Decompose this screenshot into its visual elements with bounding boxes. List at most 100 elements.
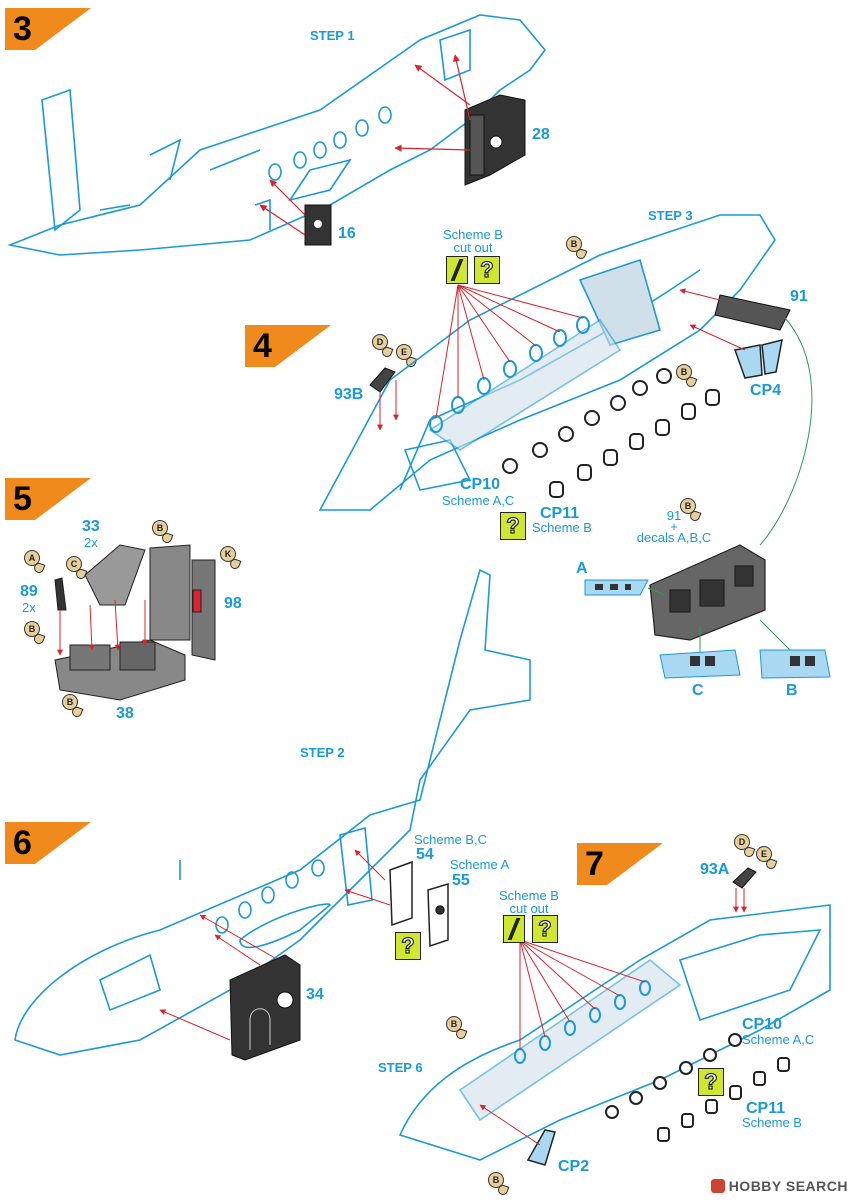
color-tag: C [66,556,82,572]
color-tag: B [24,621,40,637]
step-badge-6-label: 6 [13,824,32,862]
color-tag: B [566,236,582,252]
panel-label-a: A [576,560,588,577]
part-qty-33: 2x [84,535,98,550]
note-scheme-a: Scheme A [450,857,510,872]
part-93a [732,867,757,889]
step3-arrows [259,54,471,236]
part-34-door [229,954,301,1061]
step-ref-3: STEP 3 [648,208,693,223]
part-label-93b: 93B [334,386,364,403]
panel-label-b: B [786,682,798,699]
step7-arrows [479,888,747,1146]
seat-assembly [54,544,186,701]
part-label-16: 16 [338,225,356,242]
optional-icon-step7: ? [532,915,558,943]
leader-91-to-panel [759,317,813,546]
step4-windows [429,316,590,433]
fuselage-step6 [14,568,531,1056]
color-tag: B [62,694,78,710]
instrument-panel [649,544,766,641]
color-tag: B [152,520,168,536]
part-label-54: 54 [416,846,434,863]
step-badge-5-label: 5 [13,480,32,518]
part-98-bulkhead [149,544,216,661]
step-badge-6 [5,822,91,864]
color-tag: K [220,546,236,562]
part-label-cp2: CP2 [558,1158,590,1175]
optional-icon-step7-cp: ? [698,1068,724,1096]
note-scheme-ac: Scheme A,C [442,493,515,508]
fuselage-step4 [318,214,776,511]
part-label-cp11-step7: CP11 [746,1100,786,1117]
step-badge-4 [245,325,331,367]
cutout-icon-step7 [503,915,525,943]
panel-leaders [647,587,791,652]
cutout-icon-step4 [446,256,468,284]
color-tag: E [396,344,412,360]
optional-icon-step6: ? [395,932,421,960]
color-tag: B [676,364,692,380]
note-scheme-ac-step7: Scheme A,C [742,1032,815,1047]
part-label-28: 28 [532,126,550,143]
part-cp4-windshield [734,338,783,379]
part-label-98: 98 [224,595,242,612]
note-scheme-b: Scheme B [532,520,592,535]
step7-cp10 [605,1033,742,1119]
part-qty-89: 2x [22,600,36,615]
optional-icon-step4: ? [474,256,500,284]
step6-arrows [159,849,391,1041]
step-ref-1: STEP 1 [310,28,355,43]
part-label-34: 34 [306,986,324,1003]
color-tag: D [372,334,388,350]
note-scheme-b-step7: Scheme B [742,1115,802,1130]
part-label-cp11: CP11 [540,505,580,522]
step-badge-7-label: 7 [585,845,604,883]
step-badge-7 [577,843,663,885]
color-tag: E [756,846,772,862]
part-54-door [389,860,413,927]
part-cp2-windshield [526,1129,556,1166]
color-tag: D [734,834,750,850]
color-tag: B [446,1016,462,1032]
part-label-89: 89 [20,583,38,600]
part-label-cp4: CP4 [750,382,782,399]
part-label-cp10-step7: CP10 [742,1016,783,1033]
color-tag: A [24,550,40,566]
color-tag: B [680,498,696,514]
part-91-dash [714,294,791,331]
part-93b [369,367,396,393]
step-badge-4-label: 4 [253,327,272,365]
step-badge-3 [5,8,91,50]
panel-variant-detail [595,584,815,666]
part-label-91: 91 [790,288,808,305]
part-label-93a: 93A [700,861,730,878]
step-badge-5 [5,478,91,520]
part-label-38: 38 [116,705,134,722]
fuselage-step3 [7,14,547,256]
step7-cp11 [657,1057,790,1142]
step4-arrows [377,284,746,431]
part-28-door [464,94,526,186]
step-badge-3-label: 3 [13,10,32,48]
note-scheme-bc: Scheme B,C [414,832,487,847]
panel-label-c: C [692,682,704,699]
cp11-rings [549,389,720,498]
part-label-33: 33 [82,518,100,535]
part-16-panel [304,204,332,246]
optional-icon-cp11: ? [500,512,526,540]
part-label-55: 55 [452,872,470,889]
watermark: HOBBY SEARCH [710,1178,848,1194]
note-91-decals: 91 + decals A,B,C [636,508,712,545]
step-ref-2: STEP 2 [300,745,345,760]
part-label-cp10: CP10 [460,476,501,493]
step-ref-6: STEP 6 [378,1060,423,1075]
color-tag: B [488,1172,504,1188]
logo-icon [710,1179,725,1193]
cp10-rings [502,368,672,474]
part-55-door [427,882,449,948]
step5-arrows [57,599,148,656]
